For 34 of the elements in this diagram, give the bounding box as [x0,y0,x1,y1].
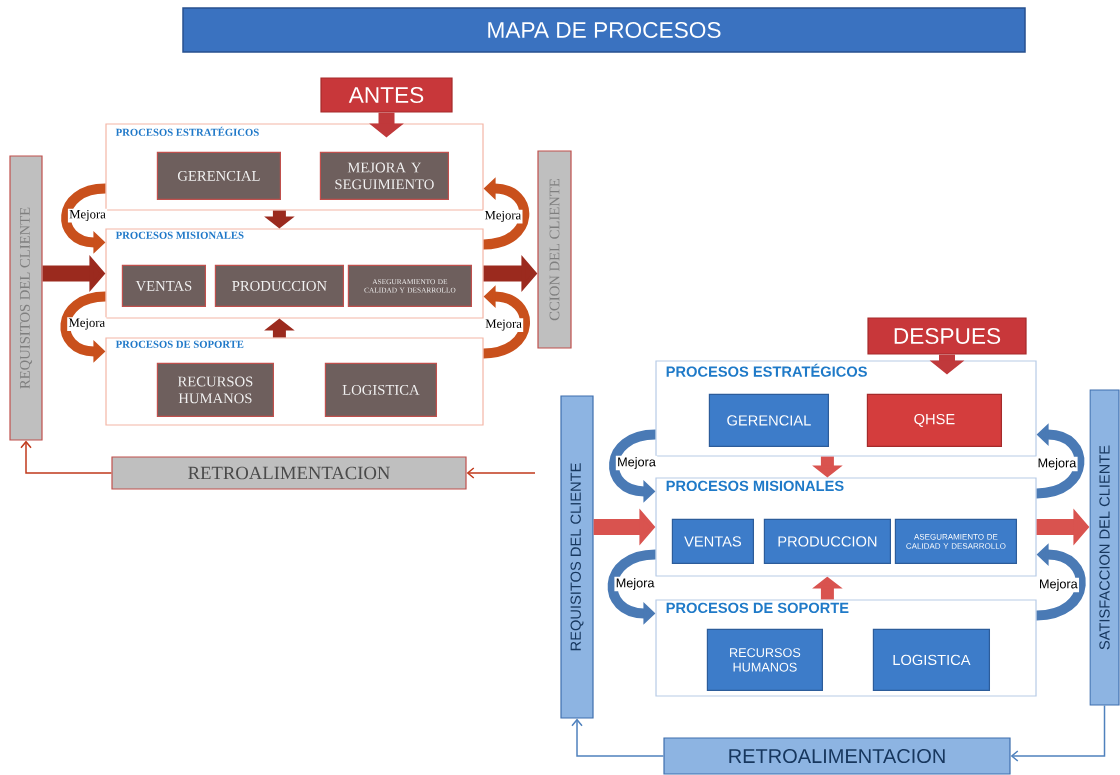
process-box: VENTAS [671,518,754,564]
label-banner: DESPUES [867,317,1027,355]
edge-label: Mejora [483,318,524,332]
label-banner: ANTES [320,77,453,113]
edge-label: Mejora [1036,456,1078,472]
arrow [20,440,113,474]
process-box: ASEGURAMIENTO DE CALIDAD Y DESARROLLO [894,518,1017,564]
edge-label: Mejora [1037,577,1080,593]
side-bar: REQUISITOS DEL CLIENTE [560,395,594,719]
arrow [466,467,536,479]
arrow [571,718,665,757]
process-box: GERENCIAL [708,393,829,447]
title-banner: MAPA DE PROCESOS [182,7,1026,53]
process-box: GERENCIAL [156,151,281,200]
edge-label: Mejora [67,208,108,223]
process-box: LOGISTICA [872,628,990,691]
process-box: PRODUCCION [763,518,891,564]
process-box: VENTAS [121,264,206,307]
process-box: RECURSOS HUMANOS [706,628,823,691]
edge-label: Mejora [67,317,107,331]
process-box: QHSE [866,393,1002,447]
feedback-bar: RETROALIMENTACION [111,456,467,490]
edge-label: Mejora [615,455,658,471]
side-bar: CCION DEL CLIENTE [537,150,572,349]
edge-label: Mejora [483,209,523,224]
arrow [1010,704,1106,762]
process-box: RECURSOS HUMANOS [156,362,274,417]
feedback-bar: RETROALIMENTACION [663,737,1011,775]
side-bar: REQUISITOS DEL CLIENTE [9,155,43,441]
process-box: LOGISTICA [324,362,437,417]
process-box: MEJORA Y SEGUIMIENTO [319,151,449,200]
edge-label: Mejora [614,576,656,592]
side-bar: SATISFACCION DEL CLIENTE [1089,389,1120,706]
process-box: PRODUCCION [214,264,344,307]
